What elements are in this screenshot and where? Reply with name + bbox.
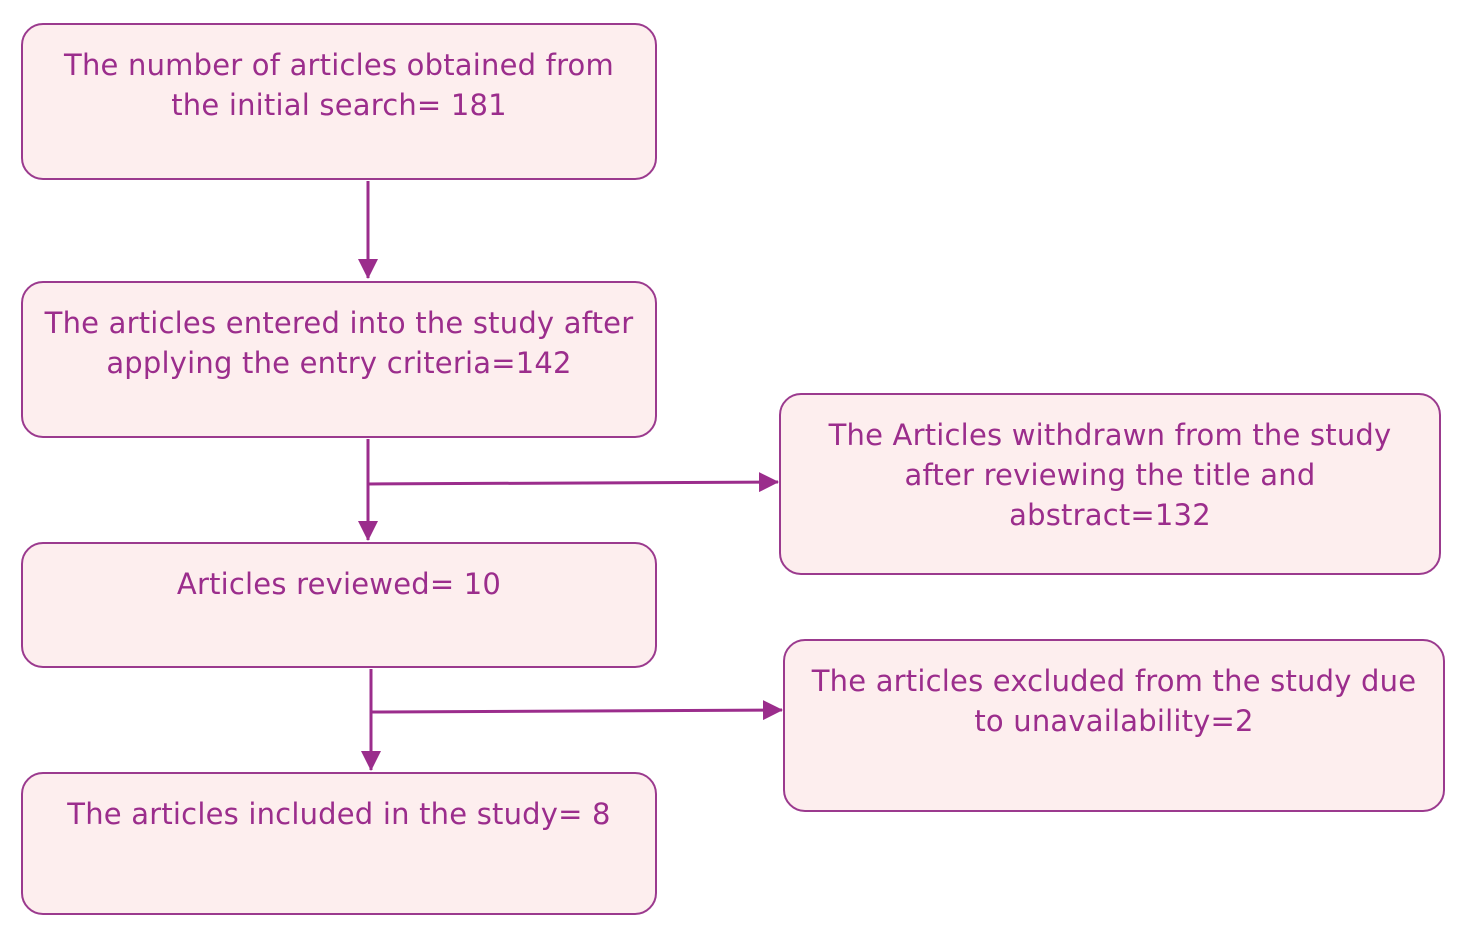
- box-excluded-text: The articles excluded from the study due…: [811, 664, 1417, 738]
- box-reviewed-text: Articles reviewed= 10: [176, 567, 502, 601]
- box-entered: The articles entered into the study afte…: [21, 281, 657, 438]
- box-initial-search: The number of articles obtained from the…: [21, 23, 657, 180]
- arrow-to-excluded: [370, 700, 783, 721]
- box-included: The articles included in the study= 8: [21, 772, 657, 915]
- box-included-text: The articles included in the study= 8: [67, 797, 611, 831]
- box-reviewed: Articles reviewed= 10: [21, 542, 657, 668]
- box-entered-text: The articles entered into the study afte…: [44, 306, 634, 380]
- box-withdrawn: The Articles withdrawn from the study af…: [779, 393, 1441, 575]
- box-initial-search-text: The number of articles obtained from the…: [64, 48, 614, 122]
- arrow-to-withdrawn: [367, 472, 779, 493]
- box-excluded: The articles excluded from the study due…: [783, 639, 1445, 812]
- box-withdrawn-text: The Articles withdrawn from the study af…: [828, 418, 1392, 532]
